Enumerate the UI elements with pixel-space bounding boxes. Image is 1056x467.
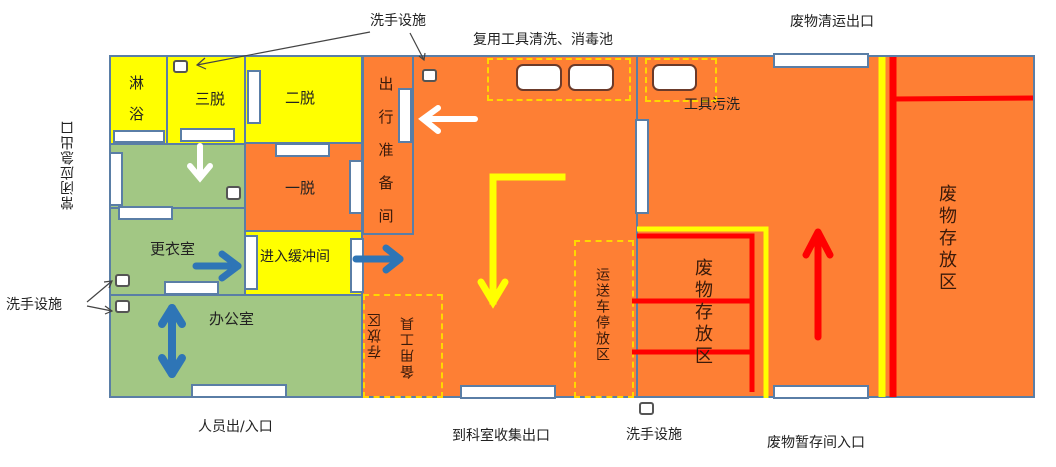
- entry-buffer-label: 进入缓冲间: [260, 249, 330, 265]
- door-exit-prep[interactable]: [398, 88, 412, 143]
- changing-room-label: 更衣室: [150, 240, 196, 258]
- office-label: 办公室: [209, 310, 255, 328]
- ward-collection-exit-label: 到科室收集出口: [452, 428, 550, 444]
- dirty-wash-basin: [652, 64, 697, 91]
- handwash-sink-third-doffing: [173, 60, 188, 73]
- tool-dirty-wash-zone: [645, 58, 717, 102]
- spare-tool-label-line1: 备用工具: [400, 315, 416, 379]
- door-second-to-third[interactable]: [247, 70, 261, 124]
- disinfection-basin-2: [568, 64, 614, 91]
- cart-parking-zone: [574, 240, 634, 398]
- door-corridor-changing[interactable]: [118, 206, 173, 220]
- door-staff-entrance[interactable]: [191, 384, 287, 398]
- handwash-sink-changing: [115, 274, 130, 287]
- tool-dirty-wash-label: 工具污洗: [684, 97, 740, 113]
- handwash-top-label: 洗手设施: [370, 13, 426, 29]
- first-doffing-label: 一脱: [285, 179, 316, 197]
- door-waste-removal-exit[interactable]: [773, 53, 869, 68]
- door-work-to-waste[interactable]: [635, 119, 649, 214]
- handwash-sink-office: [115, 300, 130, 313]
- staff-entrance-label: 人员出/入口: [198, 419, 273, 435]
- shower-label-2: 浴: [129, 105, 145, 123]
- second-doffing-label: 二脱: [285, 89, 316, 107]
- reusable-tool-pool-label: 复用工具清洗、消毒池: [473, 32, 613, 48]
- waste-removal-exit-label: 废物清运出口: [790, 14, 874, 30]
- door-ward-collection-exit[interactable]: [460, 385, 556, 399]
- door-buffer-to-work[interactable]: [350, 238, 364, 293]
- door-first-doffing-right[interactable]: [349, 160, 363, 214]
- spare-tool-label-line2: 存放区: [367, 311, 383, 359]
- reusable-tool-pool-zone: [487, 58, 631, 101]
- waste-storage-outer-label: 废物存放区: [936, 184, 957, 294]
- spare-tool-storage-zone: [363, 294, 443, 398]
- exit-prep-label: 出 行 准 备 间: [378, 75, 394, 225]
- waste-handling-area: [636, 55, 895, 398]
- third-doffing-label: 三脱: [195, 90, 226, 108]
- door-first-to-second[interactable]: [275, 143, 330, 157]
- office-room: [109, 294, 363, 398]
- door-third-doffing[interactable]: [180, 128, 235, 142]
- corridor-green-upper: [109, 143, 246, 209]
- handwash-sink-bottom: [639, 402, 654, 415]
- door-shower[interactable]: [113, 130, 165, 143]
- exit-prep-room: [362, 55, 414, 235]
- door-waste-storage-entrance[interactable]: [773, 385, 869, 399]
- cart-parking-label: 运送车停放区: [594, 267, 610, 363]
- shower-label-1: 淋: [129, 74, 145, 92]
- handwash-left-label: 洗手设施: [6, 297, 62, 313]
- waste-storage-room: [893, 55, 1035, 398]
- waste-storage-inner-label: 废物存放区: [692, 258, 713, 368]
- handwash-sink-corridor: [226, 186, 241, 200]
- emergency-exit-label: 常闭应急出口: [60, 120, 76, 210]
- waste-storage-entrance-label: 废物暂存间入口: [767, 435, 865, 451]
- disinfection-basin-1: [516, 64, 562, 91]
- door-changing-office[interactable]: [164, 281, 219, 295]
- door-emergency-exit[interactable]: [109, 152, 123, 206]
- handwash-bottom-label: 洗手设施: [626, 427, 682, 443]
- door-changing-to-buffer[interactable]: [244, 235, 258, 290]
- handwash-sink-work-area: [422, 69, 437, 82]
